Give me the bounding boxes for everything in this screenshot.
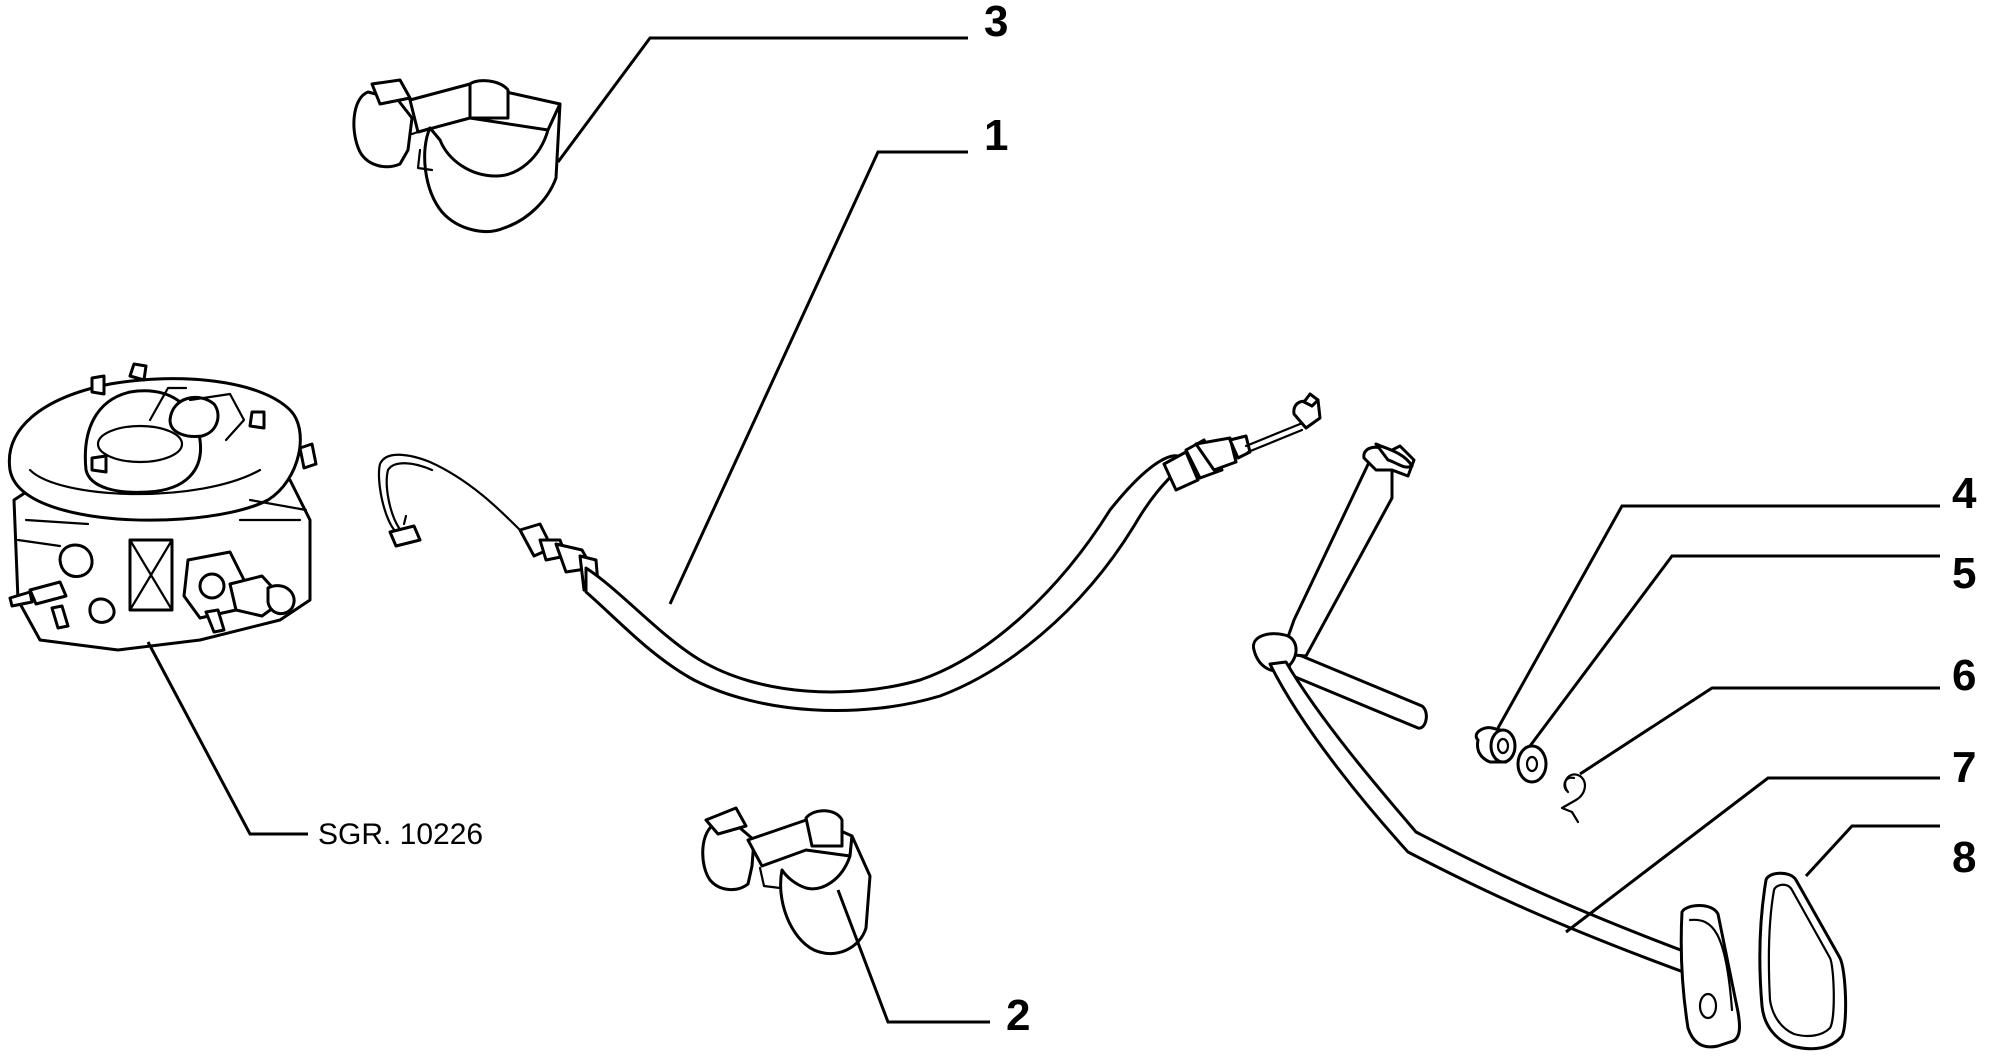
accelerator-pedal-lever-part-7 xyxy=(1252,442,1742,1049)
washer-part-5 xyxy=(1516,744,1548,784)
callout-5: 5 xyxy=(1952,549,1976,598)
callout-3: 3 xyxy=(984,0,1008,46)
throttle-body-assembly xyxy=(7,362,318,652)
leader-line-sgr xyxy=(146,641,308,836)
leader-line-2 xyxy=(836,889,990,1024)
accelerator-cable-part-1 xyxy=(377,392,1322,713)
leader-line-3 xyxy=(556,36,968,163)
callout-7: 7 xyxy=(1952,743,1976,792)
leader-line-1 xyxy=(668,150,968,605)
reference-label-sgr: SGR. 10226 xyxy=(318,818,483,851)
leader-lines xyxy=(146,36,1940,1024)
bushing-part-4 xyxy=(1474,726,1517,764)
cable-clip-part-2 xyxy=(701,806,872,956)
leader-line-6 xyxy=(1579,686,1940,776)
leader-line-5 xyxy=(1528,554,1940,747)
leader-line-4 xyxy=(1496,504,1940,729)
callout-1: 1 xyxy=(984,111,1008,160)
callout-8: 8 xyxy=(1952,833,1976,882)
pedal-rubber-pad-part-8 xyxy=(1758,871,1848,1051)
cable-clip-part-3 xyxy=(352,78,562,233)
callout-2: 2 xyxy=(1006,991,1030,1040)
callout-4: 4 xyxy=(1952,469,1977,518)
callout-6: 6 xyxy=(1952,651,1976,700)
spring-clip-part-6 xyxy=(1560,773,1586,824)
leader-line-7 xyxy=(1565,776,1940,934)
leader-line-8 xyxy=(1804,824,1940,878)
callout-labels: 3 1 2 4 5 6 7 8 SGR. 10226 xyxy=(318,0,1977,1040)
